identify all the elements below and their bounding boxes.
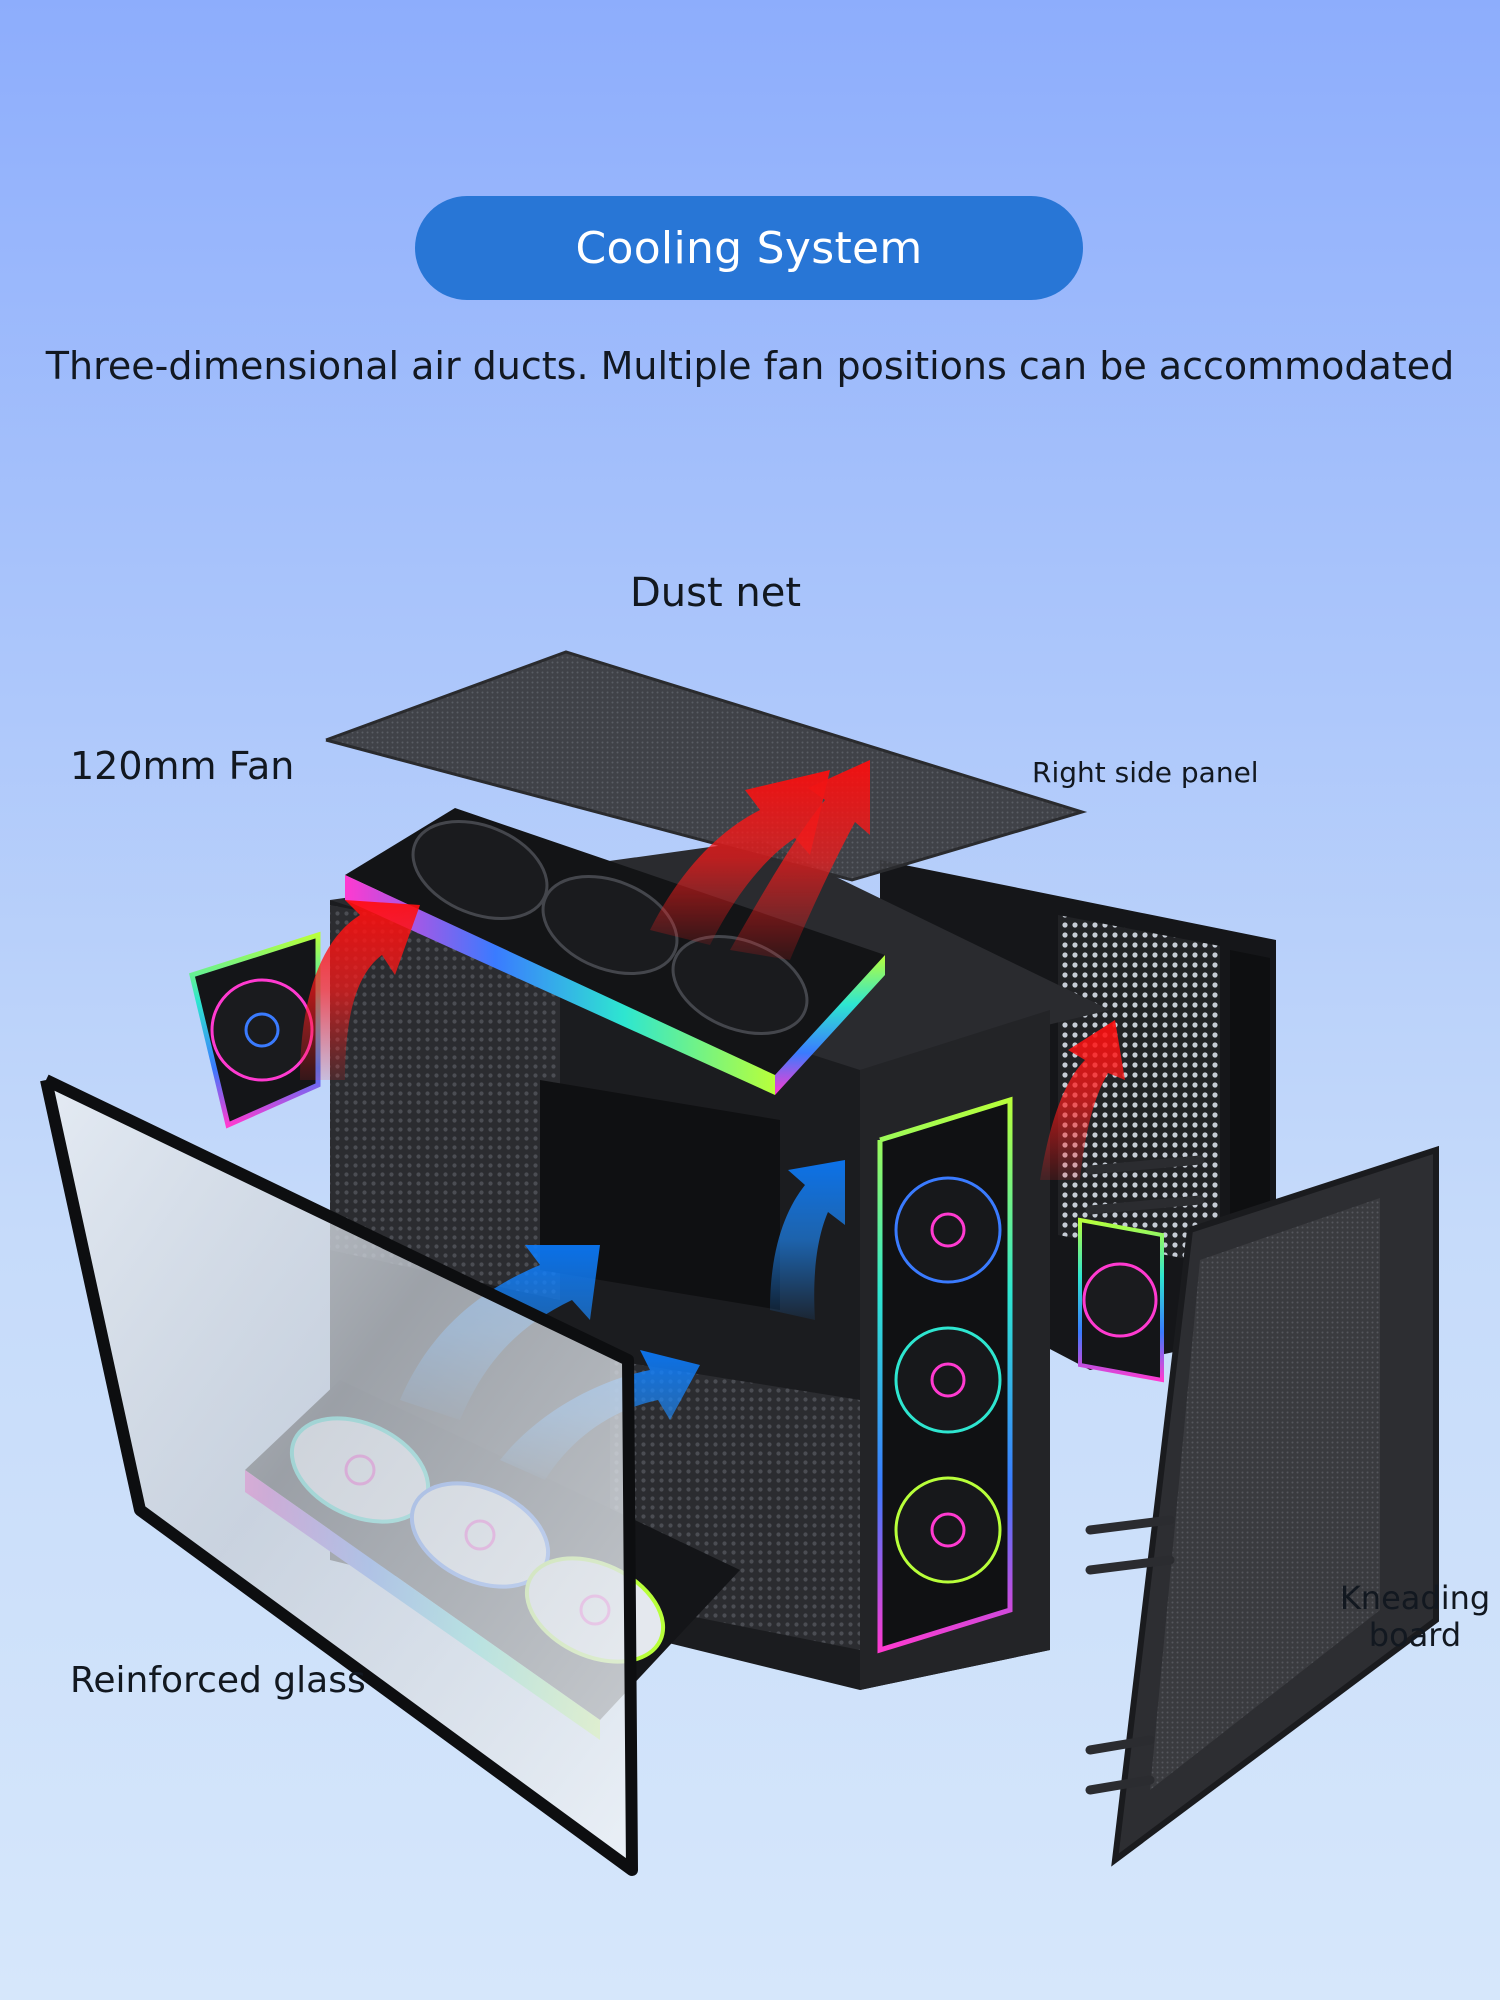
fan-icon <box>210 978 314 1082</box>
top-fan-tray <box>345 808 885 1095</box>
callout-120mm-fan: 120mm Fan <box>70 744 295 788</box>
rear-120mm-fan <box>189 931 321 1129</box>
kneading-board-panel <box>1085 1145 1439 1867</box>
callout-kneading-board: Kneading board <box>1330 1580 1500 1654</box>
dust-net <box>325 650 1088 882</box>
front-fan-icon <box>894 1476 1002 1584</box>
top-fan-icon <box>541 875 679 975</box>
front-fan-stack <box>877 1096 1013 1654</box>
reinforced-glass-panel <box>40 1074 638 1876</box>
callout-kneading-board-line1: Kneading <box>1339 1579 1491 1617</box>
front-fan-icon <box>894 1176 1002 1284</box>
hot-airflow-arrow <box>300 760 1125 1180</box>
section-title-pill: Cooling System <box>415 196 1083 300</box>
front-fan-icon <box>894 1326 1002 1434</box>
callout-dust-net: Dust net <box>630 570 802 616</box>
fan-icon <box>1082 1262 1158 1338</box>
callout-kneading-board-line2: board <box>1368 1616 1462 1654</box>
callout-right-side-panel: Right side panel <box>1032 756 1259 789</box>
callout-reinforced-glass: Reinforced glass <box>70 1660 366 1701</box>
section-subtitle: Three-dimensional air ducts. Multiple fa… <box>45 344 1455 388</box>
section-title: Cooling System <box>575 222 923 274</box>
side-fan <box>1078 1217 1164 1383</box>
